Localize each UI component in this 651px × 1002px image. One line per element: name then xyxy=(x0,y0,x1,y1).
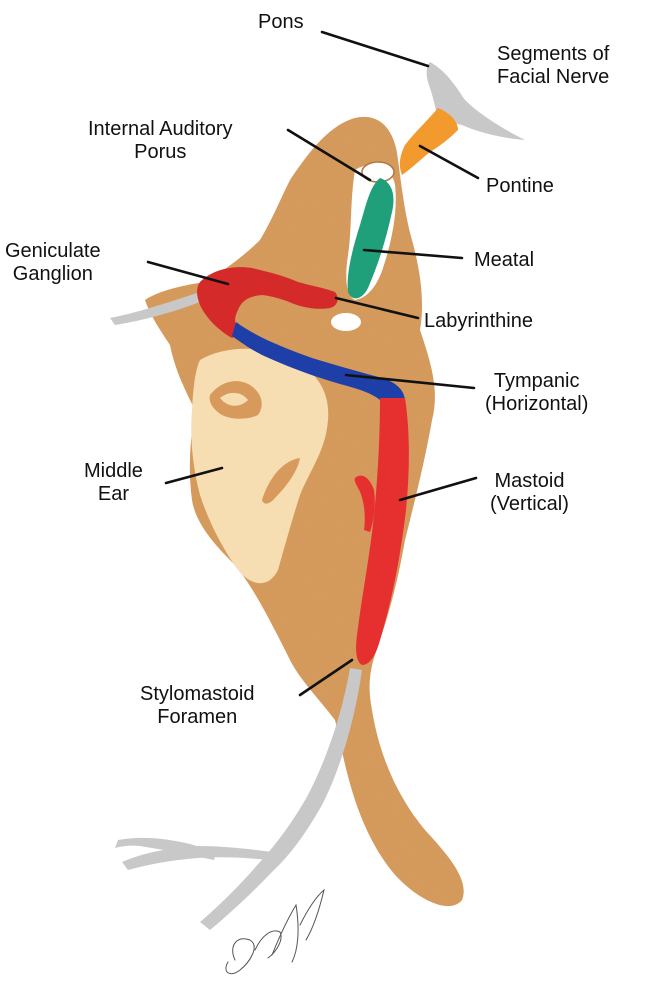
canal-lower-opening xyxy=(331,313,361,331)
label-tympanic-horizontal: Tympanic (Horizontal) xyxy=(485,370,588,416)
label-meatal: Meatal xyxy=(474,249,534,272)
label-mastoid-vertical: Mastoid (Vertical) xyxy=(490,470,569,516)
label-segments-of-facial-nerve: Segments of Facial Nerve xyxy=(497,43,609,89)
leader-pons xyxy=(322,32,428,66)
label-geniculate-ganglion: Geniculate Ganglion xyxy=(5,240,101,286)
label-stylomastoid-foramen: Stylomastoid Foramen xyxy=(140,683,255,729)
leader-pontine xyxy=(420,146,478,178)
pontine-segment xyxy=(400,108,458,175)
label-pons: Pons xyxy=(258,11,304,34)
label-middle-ear: Middle Ear xyxy=(84,460,143,506)
label-labyrinthine: Labyrinthine xyxy=(424,310,533,333)
temporal-bone xyxy=(145,117,464,906)
label-pontine: Pontine xyxy=(486,175,554,198)
label-internal-auditory-porus: Internal Auditory Porus xyxy=(88,118,233,164)
